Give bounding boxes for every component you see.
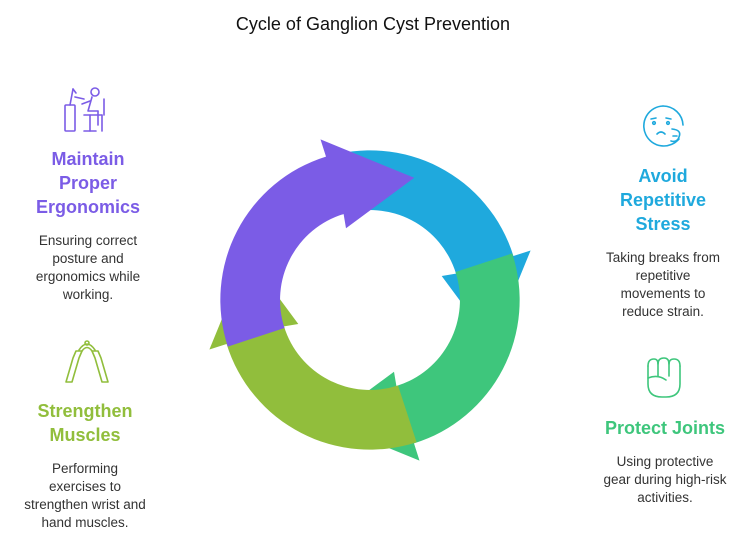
fist-icon <box>640 354 688 400</box>
desk-worker-icon <box>62 85 114 135</box>
step-heading: Protect Joints <box>604 418 726 438</box>
step-strengthen-muscles: Strengthen Muscles Performing exercises … <box>12 399 158 532</box>
step-heading: Avoid Repetitive Stress <box>619 166 707 234</box>
step-description: Using protective gear during high-risk a… <box>603 454 727 505</box>
step-maintain-ergonomics: Maintain Proper Ergonomics Ensuring corr… <box>15 147 161 304</box>
step-avoid-repetitive-stress: Avoid Repetitive Stress Taking breaks fr… <box>588 164 738 321</box>
face-stress-icon <box>639 103 687 151</box>
step-heading: Maintain Proper Ergonomics <box>35 149 141 217</box>
hand-gripper-icon <box>62 336 112 388</box>
step-description: Taking breaks from repetitive movements … <box>605 250 721 319</box>
diagram-title: Cycle of Ganglion Cyst Prevention <box>235 14 511 34</box>
cycle-arrow-purple <box>220 139 415 347</box>
step-description: Performing exercises to strengthen wrist… <box>24 461 146 530</box>
step-heading: Strengthen Muscles <box>37 401 133 445</box>
step-protect-joints: Protect Joints Using protective gear dur… <box>592 416 738 507</box>
cycle-diagram <box>209 139 531 461</box>
step-description: Ensuring correct posture and ergonomics … <box>35 233 141 302</box>
